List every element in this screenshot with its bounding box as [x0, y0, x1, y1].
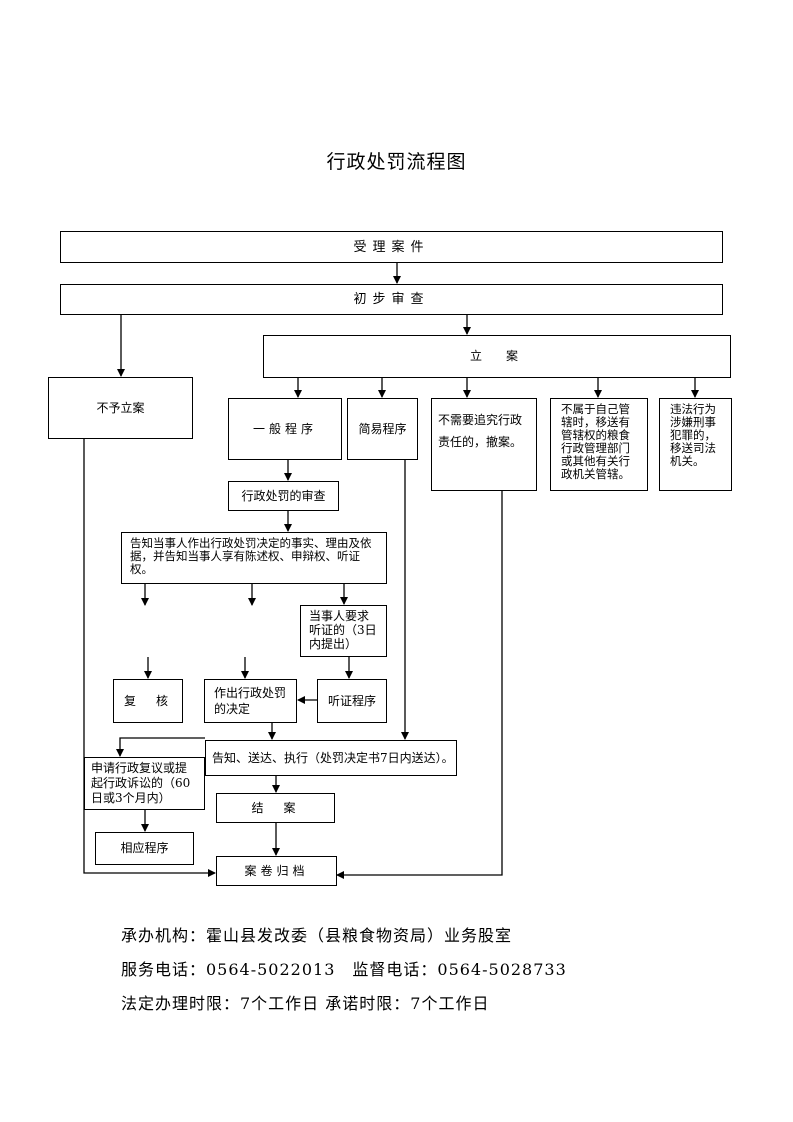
node-no-liability-label: 不需要追究行政责任的，撤案。 [438, 413, 523, 449]
node-corresponding-procedure: 相应程序 [95, 832, 194, 865]
page-title: 行政处罚流程图 [326, 151, 467, 173]
node-transfer-admin-label: 不属于自己管辖时，移送有管辖权的粮食行政管理部门或其他有关行政机关管辖。 [561, 402, 630, 481]
node-general-procedure: 一般程序 [228, 398, 342, 460]
node-not-file: 不予立案 [48, 377, 193, 439]
node-deliver-execute: 告知、送达、执行（处罚决定书7日内送达）。 [205, 740, 457, 776]
node-corresponding-procedure-label: 相应程序 [120, 841, 169, 855]
node-preliminary-review: 初步审查 [60, 284, 723, 315]
node-preliminary-review-label: 初步审查 [353, 292, 430, 307]
node-hearing-procedure: 听证程序 [317, 679, 387, 723]
node-accept-case: 受理案件 [60, 231, 723, 263]
node-deliver-execute-label: 告知、送达、执行（处罚决定书7日内送达）。 [212, 750, 454, 765]
node-archive: 案卷归档 [216, 856, 337, 886]
node-close-case-label: 结 案 [251, 800, 300, 815]
node-not-file-label: 不予立案 [96, 400, 145, 415]
node-hearing-request: 当事人要求听证的（3日内提出） [300, 605, 387, 657]
node-file-case: 立 案 [263, 335, 731, 378]
node-notify-party: 告知当事人作出行政处罚决定的事实、理由及依据，并告知当事人享有陈述权、申辩权、听… [121, 532, 387, 584]
node-hearing-procedure-label: 听证程序 [327, 693, 376, 708]
node-appeal: 申请行政复议或提起行政诉讼的（60日或3个月内） [84, 757, 205, 810]
node-general-procedure-label: 一般程序 [252, 421, 317, 436]
node-penalty-decision: 作出行政处罚的决定 [204, 679, 297, 723]
node-transfer-admin: 不属于自己管辖时，移送有管辖权的粮食行政管理部门或其他有关行政机关管辖。 [550, 398, 648, 491]
node-transfer-judicial: 违法行为涉嫌刑事犯罪的，移送司法机关。 [659, 398, 732, 491]
node-archive-label: 案卷归档 [244, 863, 309, 878]
node-hearing-request-label: 当事人要求听证的（3日内提出） [309, 609, 377, 651]
node-penalty-review-label: 行政处罚的审查 [241, 488, 326, 503]
node-simple-procedure: 简易程序 [347, 398, 418, 460]
node-no-liability: 不需要追究行政责任的，撤案。 [431, 398, 537, 491]
node-appeal-label: 申请行政复议或提起行政诉讼的（60日或3个月内） [91, 761, 191, 805]
node-transfer-judicial-label: 违法行为涉嫌刑事犯罪的，移送司法机关。 [670, 402, 716, 468]
node-penalty-decision-label: 作出行政处罚的决定 [214, 686, 287, 716]
node-close-case: 结 案 [216, 793, 335, 823]
footer-time-limit: 法定办理时限：7个工作日 承诺时限：7个工作日 [121, 994, 490, 1013]
node-recheck: 复 核 [113, 679, 183, 723]
node-recheck-label: 复 核 [123, 693, 172, 708]
footer-agency: 承办机构：霍山县发改委（县粮食物资局）业务股室 [121, 926, 513, 945]
footer-phones: 服务电话：0564-5022013 监督电话：0564-5028733 [121, 960, 567, 979]
node-simple-procedure-label: 简易程序 [358, 421, 407, 436]
node-penalty-review: 行政处罚的审查 [228, 481, 339, 511]
node-notify-party-label: 告知当事人作出行政处罚决定的事实、理由及依据，并告知当事人享有陈述权、申辩权、听… [130, 536, 372, 576]
node-accept-case-label: 受理案件 [353, 239, 430, 255]
node-file-case-label: 立 案 [469, 349, 524, 363]
